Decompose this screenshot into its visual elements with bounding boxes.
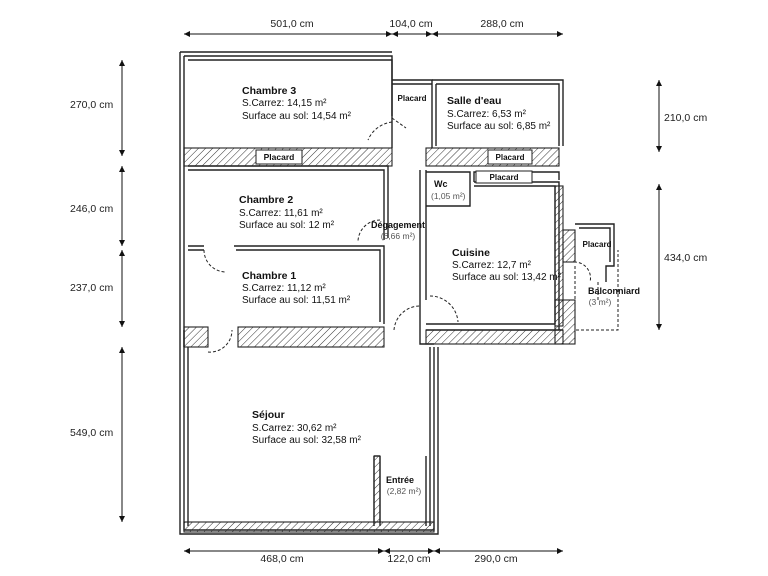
right-dimensions: 210,0 cm 434,0 cm [656,80,707,330]
placard-cuisine: Placard [490,173,519,182]
dim-top-3: 288,0 cm [480,18,523,30]
room-area: (2,82 m²) [387,486,422,496]
room-sol: Surface au sol: 14,54 m² [242,111,352,122]
room-sol: Surface au sol: 12 m² [239,220,335,231]
room-cuisine: Cuisine S.Carrez: 12,7 m² Surface au sol… [452,247,562,283]
room-name: Chambre 1 [242,270,296,282]
room-sol: Surface au sol: 6,85 m² [447,121,551,132]
room-name: Wc [434,179,448,189]
dim-right-2: 434,0 cm [664,252,707,264]
room-entree: Entrée (2,82 m²) [386,475,421,496]
balcony-structure [575,223,615,300]
room-carrez: S.Carrez: 11,61 m² [239,208,323,219]
room-wc: Wc (1,05 m²) [431,179,466,201]
room-name: Salle d'eau [447,95,501,107]
room-area: (3 m²) [589,297,612,307]
room-carrez: S.Carrez: 14,15 m² [242,98,327,109]
hatched-walls [183,147,576,533]
room-area: (1,05 m²) [431,191,466,201]
room-area: (6,66 m²) [381,231,416,241]
room-carrez: S.Carrez: 12,7 m² [452,260,532,271]
room-name: Balconniard [588,286,640,296]
room-sol: Surface au sol: 11,51 m² [242,295,351,306]
dim-left-4: 549,0 cm [70,427,113,439]
placard-degagement: Placard [398,94,427,103]
dim-right-1: 210,0 cm [664,112,707,124]
room-salle-eau: Salle d'eau S.Carrez: 6,53 m² Surface au… [447,95,551,132]
dim-bottom-3: 290,0 cm [474,553,517,565]
dim-left-1: 270,0 cm [70,99,113,111]
room-sol: Surface au sol: 13,42 m² [452,272,562,283]
room-name: Dégagement [371,220,425,230]
dim-left-3: 237,0 cm [70,282,113,294]
left-dimensions: 270,0 cm 246,0 cm 237,0 cm 549,0 cm [70,60,125,522]
dim-top-1: 501,0 cm [270,18,313,30]
dim-bottom-2: 122,0 cm [387,553,430,565]
room-carrez: S.Carrez: 11,12 m² [242,283,326,294]
dim-bottom-1: 468,0 cm [260,553,303,565]
room-balconniard: Balconniard (3 m²) [588,286,640,307]
room-chambre3: Chambre 3 S.Carrez: 14,15 m² Surface au … [242,85,352,122]
placard-box-cuisine [475,170,533,184]
dim-top-2: 104,0 cm [389,18,432,30]
placard-salle-eau: Placard [496,153,525,162]
placard-box-salle-eau [487,149,533,165]
placards: Placard Placard Placard Placard Placard [255,94,612,249]
bottom-dimensions: 468,0 cm 122,0 cm 290,0 cm [184,548,563,565]
room-carrez: S.Carrez: 30,62 m² [252,423,337,434]
top-dimensions: 501,0 cm 104,0 cm 288,0 cm [184,18,563,37]
room-name: Cuisine [452,247,490,259]
room-carrez: S.Carrez: 6,53 m² [447,109,527,120]
doors [203,117,619,353]
room-name: Séjour [252,409,285,421]
room-sejour: Séjour S.Carrez: 30,62 m² Surface au sol… [252,409,362,446]
room-name: Chambre 2 [239,194,293,206]
room-chambre2: Chambre 2 S.Carrez: 11,61 m² Surface au … [239,194,335,231]
room-chambre1: Chambre 1 S.Carrez: 11,12 m² Surface au … [242,270,351,306]
room-degagement: Dégagement (6,66 m²) [371,220,425,241]
placard-box-chambre3 [255,149,303,165]
dim-left-2: 246,0 cm [70,203,113,215]
placard-chambre3: Placard [264,152,295,162]
placard-balcon: Placard [583,240,612,249]
room-name: Chambre 3 [242,85,296,97]
room-sol: Surface au sol: 32,58 m² [252,435,362,446]
room-name: Entrée [386,475,414,485]
